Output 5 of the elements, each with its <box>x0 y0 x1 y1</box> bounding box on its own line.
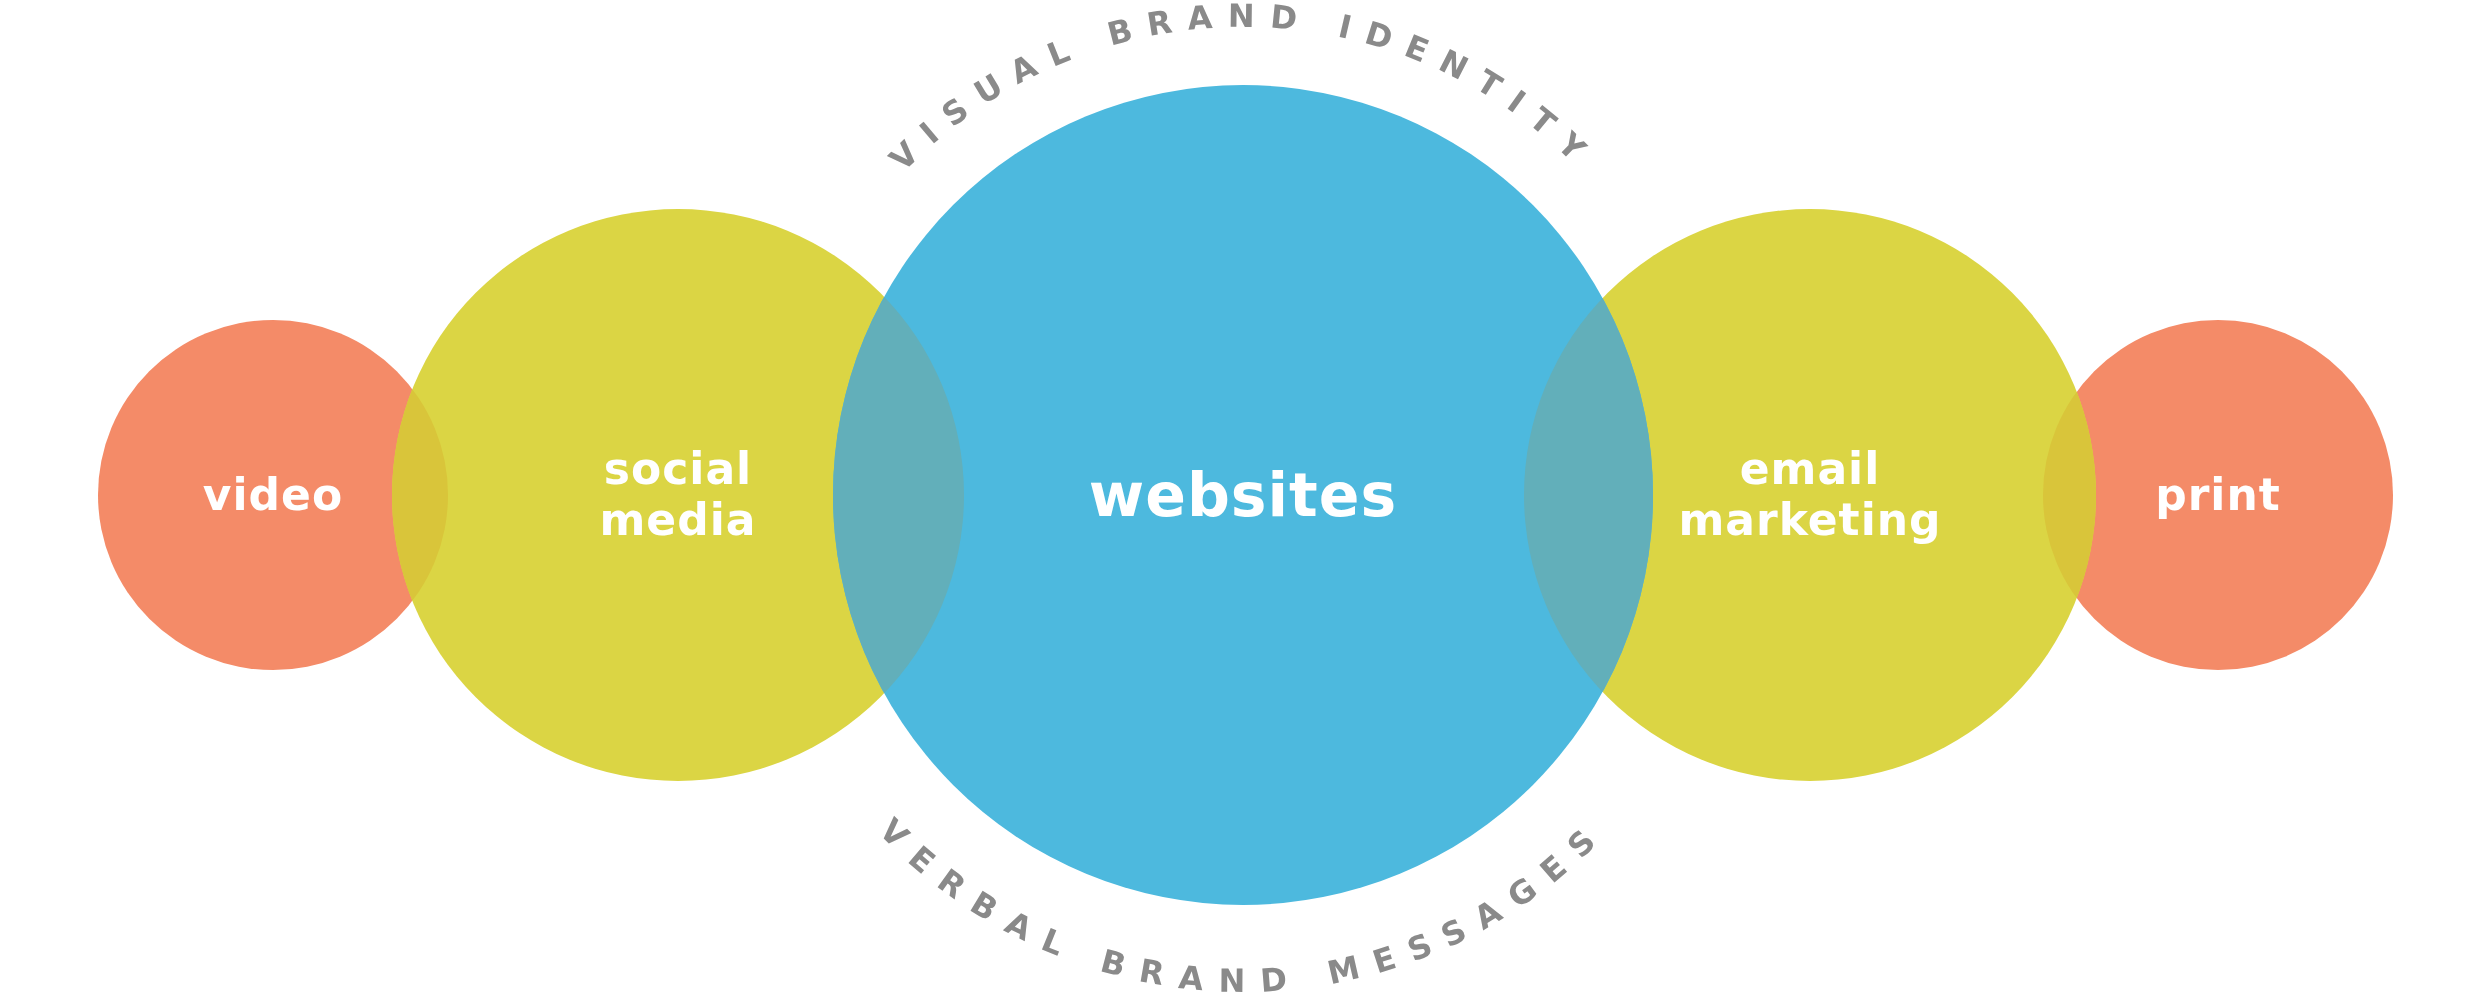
circle-label: websites <box>1043 460 1443 530</box>
circle-label: email marketing <box>1660 444 1960 546</box>
circle-label: video <box>173 469 373 521</box>
circle-label: print <box>2118 469 2318 521</box>
circle-label: social media <box>568 444 788 546</box>
